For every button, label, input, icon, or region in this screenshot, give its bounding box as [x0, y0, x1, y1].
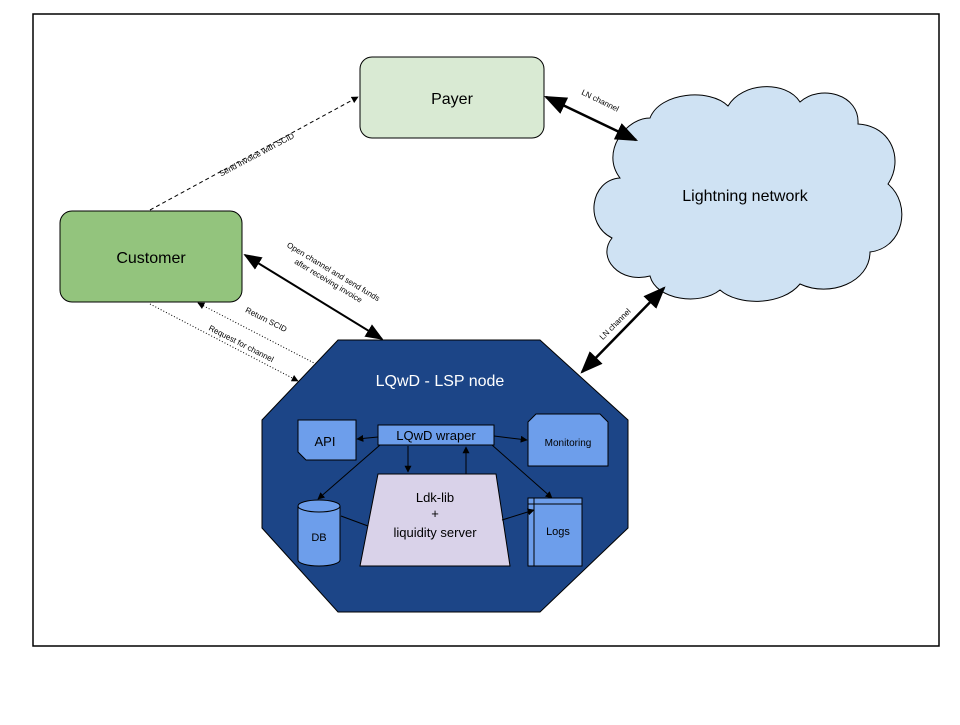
return-scid-arrow — [197, 302, 317, 365]
api-node: API — [297, 419, 357, 461]
payer-label: Payer — [431, 91, 473, 108]
payer-ln-channel-arrow — [543, 95, 639, 142]
payer-node: Payer — [359, 56, 545, 139]
logs-label: Logs — [546, 526, 570, 538]
lsp-ln-channel-arrow — [580, 286, 666, 374]
wrapper-to-logs-arrow — [491, 444, 553, 499]
db-to-ldk-connector — [340, 515, 369, 527]
customer-node: Customer — [59, 210, 243, 303]
customer-label: Customer — [116, 250, 186, 267]
request-channel-arrow — [149, 303, 299, 382]
open-channel-arrow — [243, 254, 384, 340]
lsp-node-title: LQwD - LSP node — [376, 373, 505, 390]
monitoring-node: Monitoring — [527, 413, 609, 467]
ldk-lib-node: Ldk-lib + liquidity server — [359, 473, 511, 567]
logs-node: Logs — [527, 497, 583, 567]
lightning-network-label: Lightning network — [682, 188, 808, 205]
db-label: DB — [311, 532, 326, 544]
lqwd-wrapper-label: LQwD wraper — [396, 428, 476, 443]
api-label: API — [315, 434, 336, 449]
ldk-plus-label: + — [431, 506, 439, 521]
lqwd-wrapper-node: LQwD wraper — [377, 424, 495, 446]
wrapper-to-monitoring-arrow — [493, 435, 528, 443]
lightning-network-cloud: Lightning network — [593, 86, 903, 302]
liquidity-server-label: liquidity server — [393, 525, 477, 540]
ldk-lib-label: Ldk-lib — [416, 490, 454, 505]
db-node: DB — [297, 499, 341, 567]
ldk-to-logs-arrow — [501, 508, 535, 521]
send-invoice-arrow — [149, 96, 359, 211]
wrapper-to-api-arrow — [356, 434, 379, 442]
internal-connectors — [317, 434, 553, 527]
monitoring-label: Monitoring — [545, 438, 592, 449]
wrapper-to-db-arrow — [317, 444, 381, 500]
